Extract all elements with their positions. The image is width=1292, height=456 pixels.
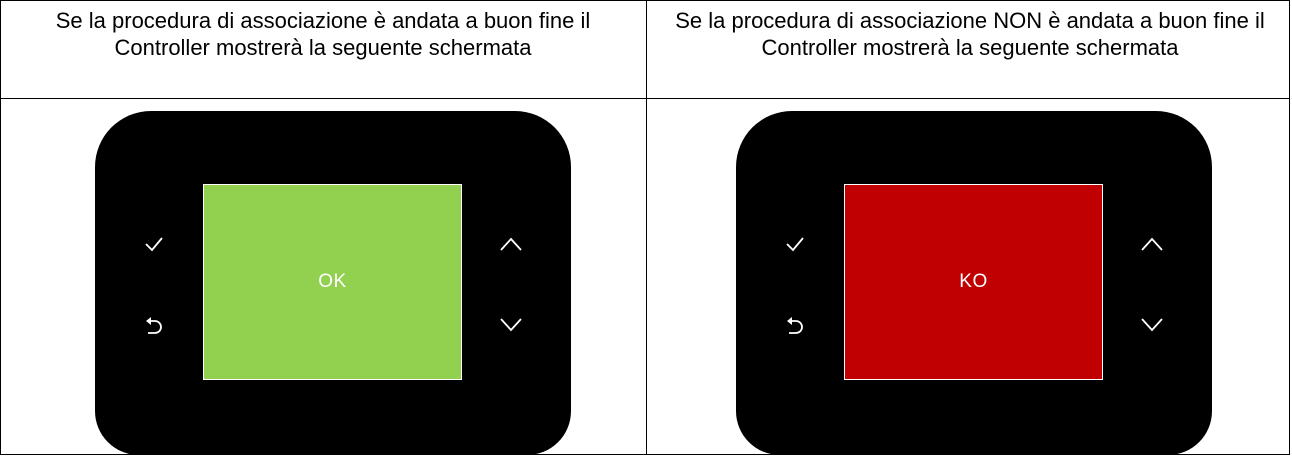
row-divider: [1, 98, 1289, 99]
screen-status-text: KO: [959, 271, 988, 292]
back-arrow-icon[interactable]: [140, 311, 168, 339]
chevron-down-icon[interactable]: [497, 311, 525, 339]
chevron-up-icon[interactable]: [1138, 230, 1166, 258]
chevron-up-icon[interactable]: [497, 230, 525, 258]
check-icon[interactable]: [781, 230, 809, 258]
back-arrow-icon[interactable]: [781, 311, 809, 339]
check-icon[interactable]: [140, 230, 168, 258]
controller-device-success: OK: [95, 111, 571, 455]
controller-device-failure: KO: [736, 111, 1212, 455]
chevron-down-icon[interactable]: [1138, 311, 1166, 339]
display-screen-ok: OK: [203, 184, 462, 380]
display-screen-ko: KO: [844, 184, 1103, 380]
caption-success: Se la procedura di associazione è andata…: [55, 8, 591, 60]
column-divider: [646, 1, 647, 454]
caption-failure: Se la procedura di associazione NON è an…: [675, 8, 1265, 60]
screen-status-text: OK: [318, 271, 347, 292]
